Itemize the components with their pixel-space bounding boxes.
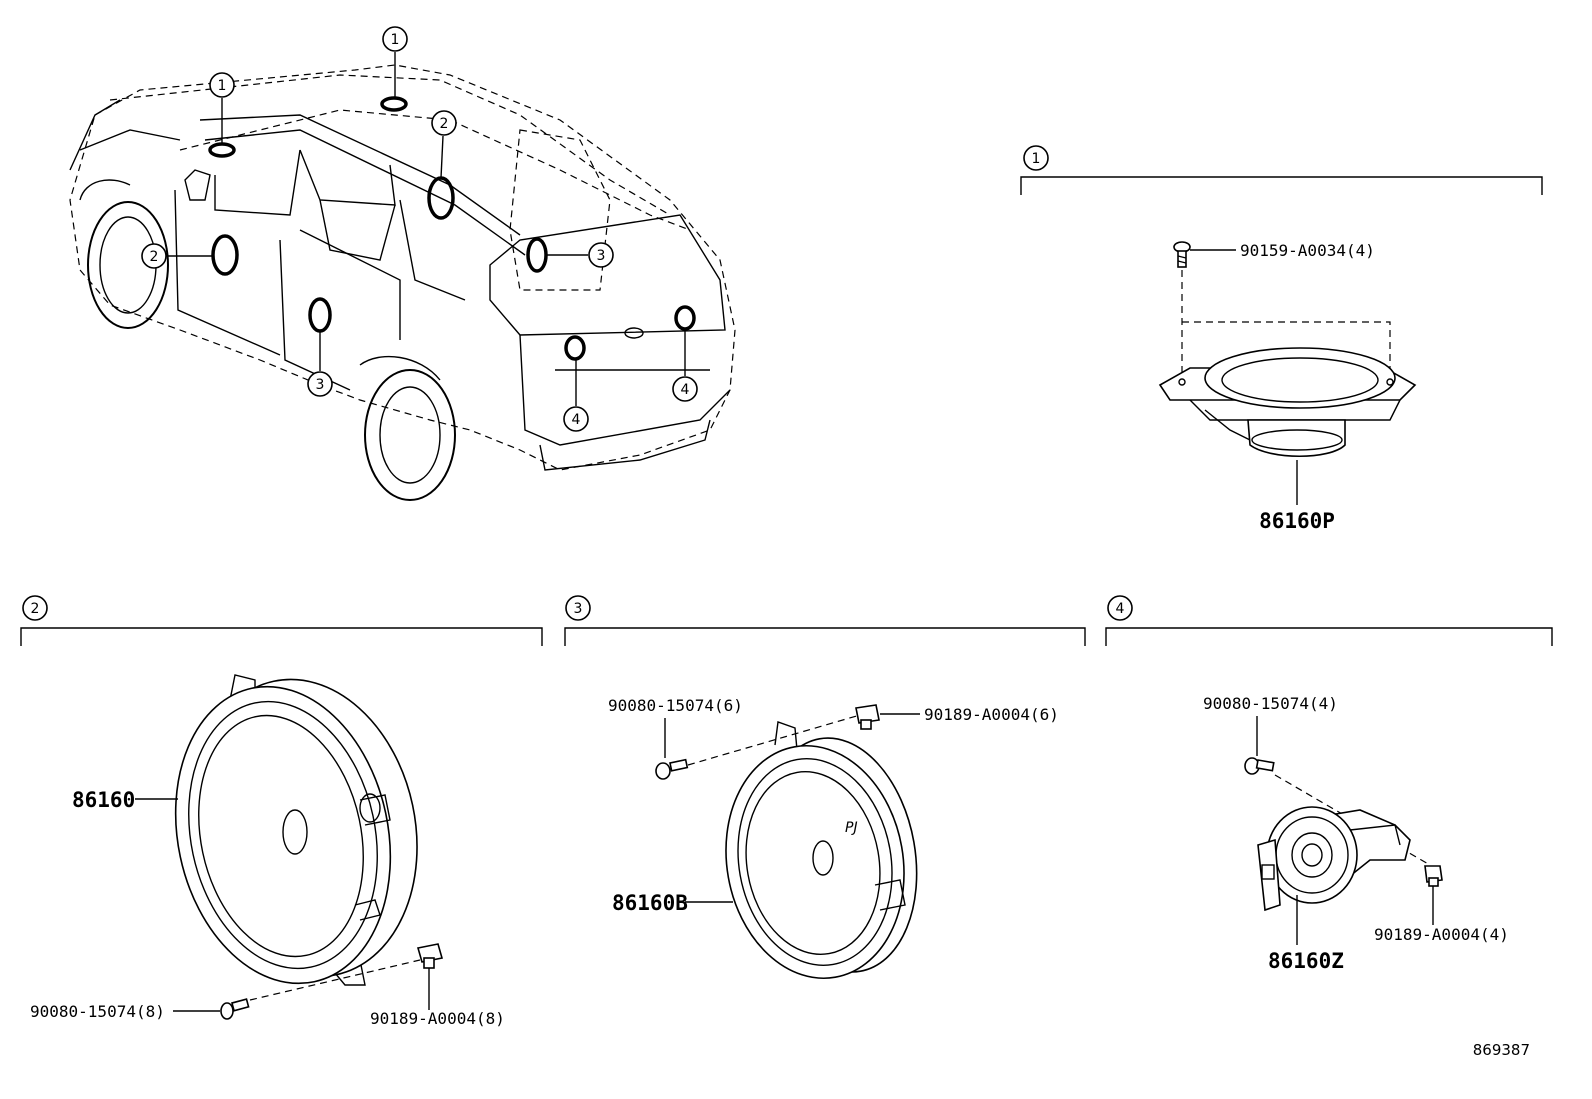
section-2: 2 86160 90080-15074(8) (20, 595, 543, 1028)
part-label: 90080-15074(6) (608, 696, 743, 715)
part-label: 90080-15074(8) (30, 1002, 165, 1021)
section-number: 4 (1116, 601, 1125, 617)
vehicle-overview: 1 1 2 2 3 3 4 4 (69, 26, 736, 501)
rear-door-speaker-icon: PJ (725, 721, 918, 980)
location-ring-3a (308, 297, 332, 333)
section-number: 2 (31, 601, 40, 617)
front-wheel (87, 201, 169, 329)
location-ring-3b (526, 237, 548, 273)
figure-number: 869387 (1473, 1041, 1530, 1059)
callout-label: 1 (391, 32, 400, 48)
rear-wheel (364, 369, 456, 501)
part-label: 86160Z (1268, 949, 1344, 973)
section-bracket (1105, 627, 1553, 646)
speaker-marking: PJ (845, 820, 858, 836)
section-3: 3 90080-15074(6) 90189-A0004(6) PJ (564, 595, 1086, 980)
part-label: 86160B (612, 891, 688, 915)
section-bracket (1020, 176, 1543, 195)
part-label: 90159-A0034(4) (1240, 241, 1375, 260)
clip-nut-icon (416, 943, 444, 969)
part-label: 86160P (1259, 509, 1335, 533)
clip-nut-icon (855, 704, 880, 730)
section-bracket (20, 627, 543, 646)
section-4: 4 90080-15074(4) 86160Z 90189-A0004(4) (1105, 595, 1553, 973)
section-bracket (564, 627, 1086, 646)
location-ring-2a (211, 234, 239, 276)
location-ring-1a (208, 142, 236, 158)
callout-label: 4 (572, 412, 581, 428)
section-1: 1 90159-A0034(4) 86160P (1020, 145, 1543, 533)
screw-icon (220, 998, 250, 1020)
location-ring-4b (674, 305, 696, 331)
callout-label: 4 (681, 382, 690, 398)
screw-icon (655, 758, 689, 780)
part-label: 90189-A0004(4) (1374, 925, 1509, 944)
clip-nut-icon (1424, 865, 1443, 887)
tweeter-speaker-icon (1158, 347, 1417, 457)
callout-label: 3 (316, 377, 325, 393)
location-ring-1b (380, 96, 408, 112)
location-ring-4a (564, 335, 586, 361)
part-label: 90189-A0004(6) (924, 705, 1059, 724)
screw-icon (1244, 757, 1275, 775)
callout-label: 1 (218, 78, 227, 94)
small-speaker-icon (1257, 806, 1411, 912)
part-label: 90189-A0004(8) (370, 1009, 505, 1028)
screw-icon (1173, 241, 1191, 268)
section-number: 1 (1032, 151, 1041, 167)
callout-label: 2 (150, 249, 159, 265)
part-label: 90080-15074(4) (1203, 694, 1338, 713)
callout-label: 2 (440, 116, 449, 132)
callout-label: 3 (597, 248, 606, 264)
section-number: 3 (574, 601, 583, 617)
part-label: 86160 (72, 788, 135, 812)
door-speaker-icon (174, 674, 418, 986)
